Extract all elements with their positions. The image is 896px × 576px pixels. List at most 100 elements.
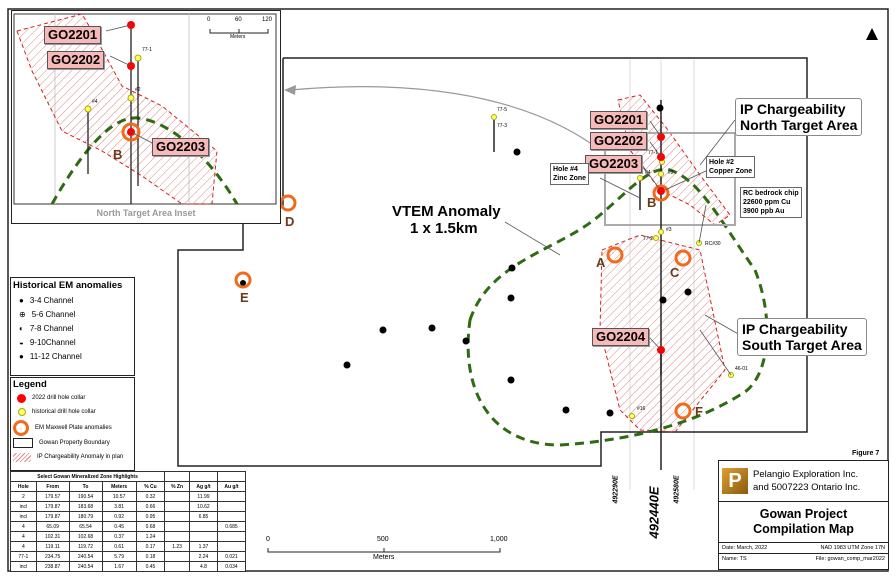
table-cell: 0.37	[101, 531, 137, 542]
south-target-area-callout: IP Chargeability South Target Area	[737, 318, 867, 356]
drill-collar-icon	[17, 393, 26, 403]
em-legend-item: ⊕5-6 Channel	[19, 309, 76, 319]
table-cell: 0.92	[101, 511, 137, 522]
figure-number: Figure 7	[852, 450, 880, 457]
easting-492580: 492580E	[673, 475, 681, 504]
inset-em-label-b: B	[113, 147, 123, 162]
table-cell: 0.17	[135, 541, 166, 552]
map-file: File: gowan_comp_mar2022	[815, 556, 885, 562]
label-go2203: GO2203	[585, 155, 643, 173]
leader-lines	[504, 119, 741, 376]
rc-chip-callout: RC bedrock chip 22600 ppm Cu 3900 ppb Au	[740, 187, 802, 218]
north-target-area-callout: IP Chargeability North Target Area	[735, 98, 863, 136]
column-header: % Zn	[164, 481, 190, 492]
table-cell: 5.79	[101, 551, 137, 562]
scale-0: 0	[266, 536, 270, 543]
em-9-10-icon: ◒	[19, 337, 24, 347]
table-title: Select Gowan Mineralized Zone Highlights	[9, 471, 166, 482]
inset-hist-label: #4	[92, 99, 98, 105]
table-cell	[188, 531, 218, 542]
table-cell: 179.87	[35, 511, 70, 522]
table-cell	[188, 521, 218, 532]
table-cell: 0.61	[101, 541, 137, 552]
table-cell: 238.87	[35, 561, 70, 572]
table-cell: 183.68	[68, 501, 103, 512]
map-author: Name: TS	[722, 556, 747, 562]
historical-collar-icon	[18, 408, 26, 416]
table-cell: 0.95	[135, 511, 166, 522]
legend-item: EM Maxwell Plate anomalies	[35, 424, 112, 431]
em-label-e: E	[240, 290, 249, 305]
inset-label-go2201: GO2201	[44, 26, 102, 44]
inset-title: North Target Area Inset	[96, 208, 196, 218]
inset-scale-0: 0	[207, 17, 211, 23]
em-legend-item: ●11-12 Channel	[19, 351, 82, 361]
hist-label: #4	[645, 170, 651, 176]
table-cell: 1.23	[164, 541, 190, 552]
em-legend-item: ●3-4 Channel	[19, 295, 74, 305]
vtem-size-label: 1 x 1.5km	[410, 220, 478, 237]
ip-anomaly-south	[599, 234, 726, 433]
table-cell	[216, 491, 247, 502]
table-cell: 234.75	[35, 551, 70, 562]
vtem-label: VTEM Anomaly	[392, 203, 501, 220]
inset-label-go2203: GO2203	[152, 138, 210, 156]
scale-500: 500	[377, 536, 389, 543]
em-legend-title: Historical EM anomalies	[13, 280, 123, 291]
scale-1000: 1,000	[490, 536, 508, 543]
table-cell: 2	[10, 491, 37, 502]
hist-label: 77-2	[643, 236, 654, 242]
table-cell	[164, 501, 190, 512]
table-cell: 0.32	[135, 491, 166, 502]
easting-492290: 492290E	[612, 475, 620, 504]
table-cell	[216, 541, 247, 552]
inset-scale-120: 120	[262, 17, 273, 23]
table-cell: 4.8	[188, 561, 218, 572]
em-legend-item: ◐7-8 Channel	[19, 323, 74, 333]
table-cell: 119.72	[68, 541, 103, 552]
column-header: Hole	[10, 481, 37, 492]
table-cell: 10.62	[188, 501, 218, 512]
em-3-4-icon: ●	[19, 295, 24, 305]
highlights-table: Select Gowan Mineralized Zone Highlights…	[9, 471, 247, 572]
table-cell: 0.45	[101, 521, 137, 532]
legend-title: Legend	[13, 379, 47, 390]
map-datum: NAD 1983 UTM Zone 17N	[820, 545, 886, 551]
table-cell: 240.54	[68, 551, 103, 562]
scale-bar	[267, 548, 501, 553]
table-cell	[164, 531, 190, 542]
column-header: % Cu	[135, 481, 166, 492]
table-cell: 4	[10, 541, 37, 552]
table-cell: 1.37	[188, 541, 218, 552]
inset-hist-label: #2	[135, 87, 141, 93]
table-cell	[216, 511, 247, 522]
inset-arrow	[289, 86, 601, 151]
table-cell: 179.57	[35, 491, 70, 502]
column-header: From	[35, 481, 70, 492]
table-cell: 1.67	[101, 561, 137, 572]
table-cell: 0.021	[216, 551, 247, 562]
inset-extent-box	[604, 132, 736, 226]
north-target-inset: GO2201 GO2202 GO2203 B 77-1 #2 #4 0 60 1…	[11, 10, 281, 224]
map-date: Date: March, 2022	[722, 545, 768, 551]
hist-label: #2	[668, 170, 674, 176]
table-cell	[164, 511, 190, 522]
hist-label: RC#30	[705, 241, 721, 247]
company-name-1: Pelangio Exploration Inc.	[753, 469, 859, 480]
hole2-callout: Hole #2 Copper Zone	[706, 156, 756, 178]
em-11-12-icon: ●	[19, 351, 24, 361]
hist-label: 77-3	[497, 123, 508, 129]
table-cell	[216, 501, 247, 512]
legend-item: Gowan Property Boundary	[39, 440, 110, 446]
table-cell	[216, 531, 247, 542]
hist-label: #16	[637, 406, 646, 412]
em-label-d: D	[285, 214, 295, 229]
title-block: P Pelangio Exploration Inc.and 5007223 O…	[718, 460, 889, 570]
boundary-icon	[13, 438, 33, 448]
inset-hist-label: 77-1	[142, 47, 153, 53]
